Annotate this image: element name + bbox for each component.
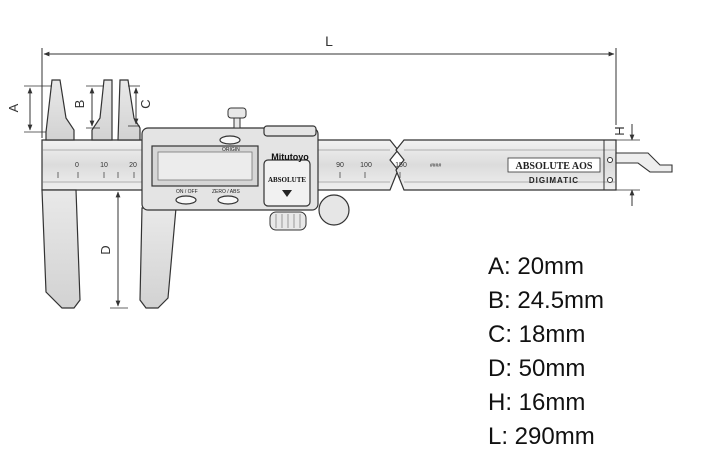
down-arrow-icon [282,190,292,197]
slider-body [117,79,319,309]
thumb-roller [318,194,350,226]
scale-tick-label: 100 [360,162,372,169]
dimension-h: H [612,124,640,206]
dimension-a: A [6,85,52,133]
spec-l: L: 290mm [488,423,595,450]
spec-d: D: 50mm [488,355,586,382]
brand-logo: Mitutoyo [271,152,309,162]
spec-h: H: 16mm [488,389,586,416]
dimension-b: B [72,85,104,129]
absolute-label: ABSOLUTE [268,176,306,184]
dimension-label-l: L [325,33,333,49]
scale-tick-label: 90 [336,162,344,169]
dimension-label-c: C [138,99,153,108]
spec-a: A: 20mm [488,253,585,280]
dimension-l: L [41,33,617,138]
spec-c: C: 18mm [488,321,586,348]
dimension-label-b: B [72,100,87,109]
scale-tick-label: 150 [395,162,407,169]
scale-ticks [57,172,401,178]
scale-tick-label: 10 [100,162,108,169]
beam-small-mark: #### [430,163,441,169]
clamp-screw [227,107,247,129]
scale-tick-label: 0 [75,162,79,169]
dimension-label-d: D [98,245,113,254]
digimatic-label: DIGIMATIC [529,176,579,185]
dimension-c: C [128,85,153,127]
fixed-jaw [41,79,113,309]
dimension-label-a: A [6,103,21,112]
model-badge-text: ABSOLUTE AOS [516,161,593,172]
on-off-label: ON / OFF [176,189,198,195]
dimension-d: D [98,191,128,309]
model-badge: ABSOLUTE AOS [507,157,601,173]
output-knob [269,211,307,231]
zero-abs-label: ZERO / ABS [212,189,240,195]
scale-tick-label: 20 [129,162,137,169]
origin-label: ORIGIN [222,147,240,153]
dimension-label-h: H [612,126,627,135]
depth-rod [615,152,673,173]
spec-b: B: 24.5mm [488,287,605,314]
